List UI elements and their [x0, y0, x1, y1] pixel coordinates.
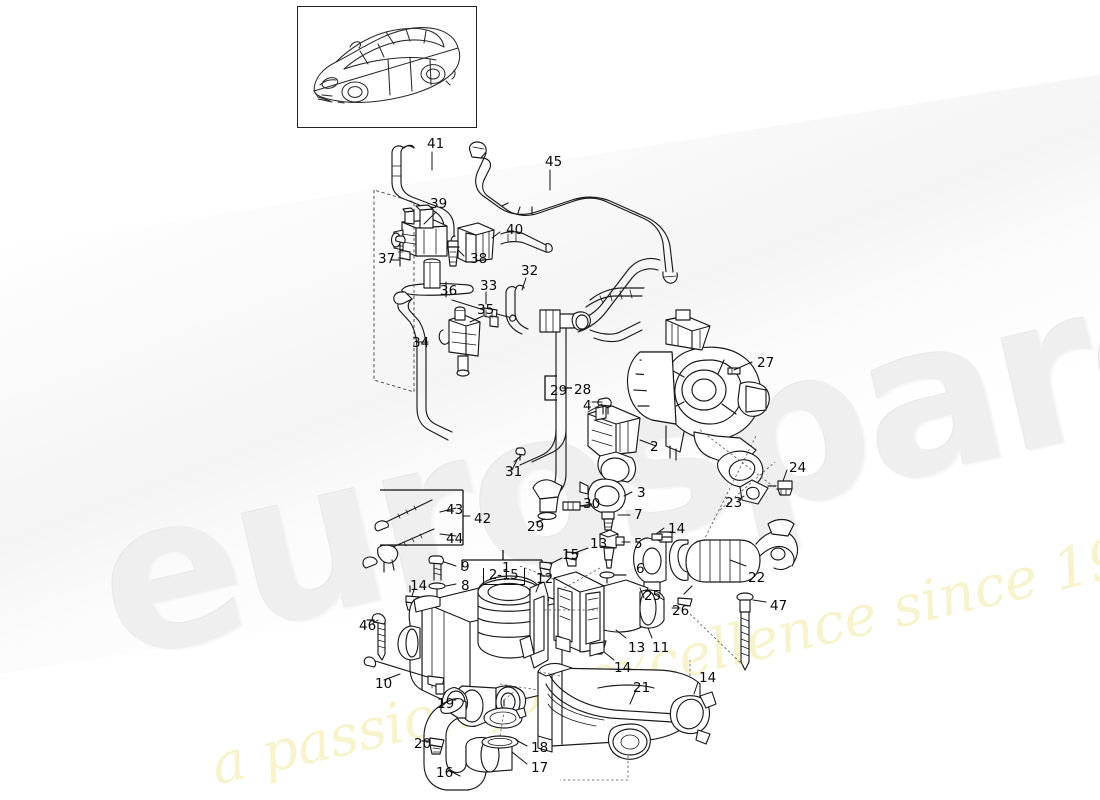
bolt-20 — [421, 737, 445, 755]
plug-31 — [513, 447, 526, 463]
hose-32 — [505, 284, 529, 335]
callout-number-46: 46 — [359, 618, 377, 634]
callout-number-21: 21 — [633, 680, 651, 696]
callout-number-45: 45 — [545, 154, 563, 170]
clamp-25 — [668, 539, 689, 581]
callout-number-23: 23 — [725, 495, 743, 511]
callout-number-36: 36 — [440, 283, 458, 299]
bolt-7 — [601, 511, 615, 531]
callout-number-24: 24 — [789, 460, 807, 476]
callout-number-4: 4 — [583, 398, 592, 414]
callout-number-22: 22 — [748, 570, 766, 586]
bolt-38 — [447, 240, 459, 267]
callout-number-43: 43 — [446, 502, 464, 518]
assembly-hint-dash-21b — [560, 756, 629, 781]
callout-number-29: 29 — [550, 383, 568, 399]
hose-34 — [393, 291, 453, 441]
turbocharger-27 — [626, 309, 770, 488]
callout-number-28: 28 — [574, 382, 592, 398]
assembly-hint-dash-17-18 — [499, 689, 517, 737]
callout-number-34: 34 — [412, 335, 430, 351]
callout-number-29: 29 — [527, 519, 545, 535]
callout-number-8: 8 — [461, 578, 470, 594]
callout-number-11: 11 — [652, 640, 670, 656]
coolant-pipe-29 — [519, 313, 575, 501]
callout-number-30: 30 — [583, 496, 601, 512]
callout-number-42: 42 — [474, 511, 492, 527]
callout-number-35: 35 — [477, 302, 495, 318]
clamp-18 — [483, 699, 527, 729]
callout-number-7: 7 — [634, 507, 643, 523]
egr-valve-2 — [587, 397, 641, 483]
callout-number-27: 27 — [757, 355, 775, 371]
callout-number-14: 14 — [668, 521, 686, 537]
corrugated-pipe-22 — [685, 518, 799, 583]
callout-number-41: 41 — [427, 136, 445, 152]
pipe-16 — [423, 697, 513, 791]
callout-number-25: 25 — [644, 588, 662, 604]
callout-number-14: 14 — [699, 670, 717, 686]
callout-number-20: 20 — [414, 736, 432, 752]
stud-44 — [362, 528, 435, 573]
bolt-9 — [428, 555, 444, 581]
coolant-pipe-28 — [571, 257, 661, 343]
callout-number-16: 16 — [436, 765, 454, 781]
callout-number-10: 10 — [375, 676, 393, 692]
vacuum-hose-45 — [468, 141, 678, 284]
callout-number-33: 33 — [480, 278, 498, 294]
callout-number-37: 37 — [378, 251, 396, 267]
stud-43 — [374, 499, 433, 532]
callout-number-17: 17 — [531, 760, 549, 776]
callout-number-15: 15 — [562, 547, 580, 563]
callout-number-26: 26 — [672, 603, 690, 619]
callout-number-19: 19 — [437, 696, 455, 712]
callout-number-31: 31 — [505, 464, 523, 480]
pipe-union-clamp — [539, 309, 561, 333]
callout-number-6: 6 — [636, 561, 645, 577]
callout-number-14: 14 — [410, 578, 428, 594]
assembly-hint-dash-47 — [689, 613, 745, 667]
callout-number-38: 38 — [470, 251, 488, 267]
seal-17 — [481, 735, 519, 749]
callout-number-18: 18 — [531, 740, 549, 756]
valve-35 — [438, 306, 481, 377]
callout-number-14: 14 — [614, 660, 632, 676]
callout-number-3: 3 — [637, 485, 646, 501]
vehicle-thumbnail-frame — [297, 6, 477, 128]
callout-range-2-15: 2-15 — [483, 568, 525, 585]
callout-number-5: 5 — [634, 536, 643, 552]
callout-number-32: 32 — [521, 263, 539, 279]
callout-number-40: 40 — [506, 222, 524, 238]
callout-number-47: 47 — [770, 598, 788, 614]
porsche-panamera-icon — [313, 27, 461, 104]
callout-number-39: 39 — [430, 196, 448, 212]
callout-number-2: 2 — [650, 439, 659, 455]
callout-number-13: 13 — [590, 536, 608, 552]
callout-number-9: 9 — [461, 559, 470, 575]
cross-pipe-21 — [537, 662, 717, 760]
bolt-24 — [767, 480, 793, 496]
bracket-36 — [401, 258, 474, 296]
callout-number-44: 44 — [446, 531, 464, 547]
callout-number-12: 12 — [536, 571, 554, 587]
long-screw-47 — [736, 592, 754, 671]
callout-number-13: 13 — [628, 640, 646, 656]
